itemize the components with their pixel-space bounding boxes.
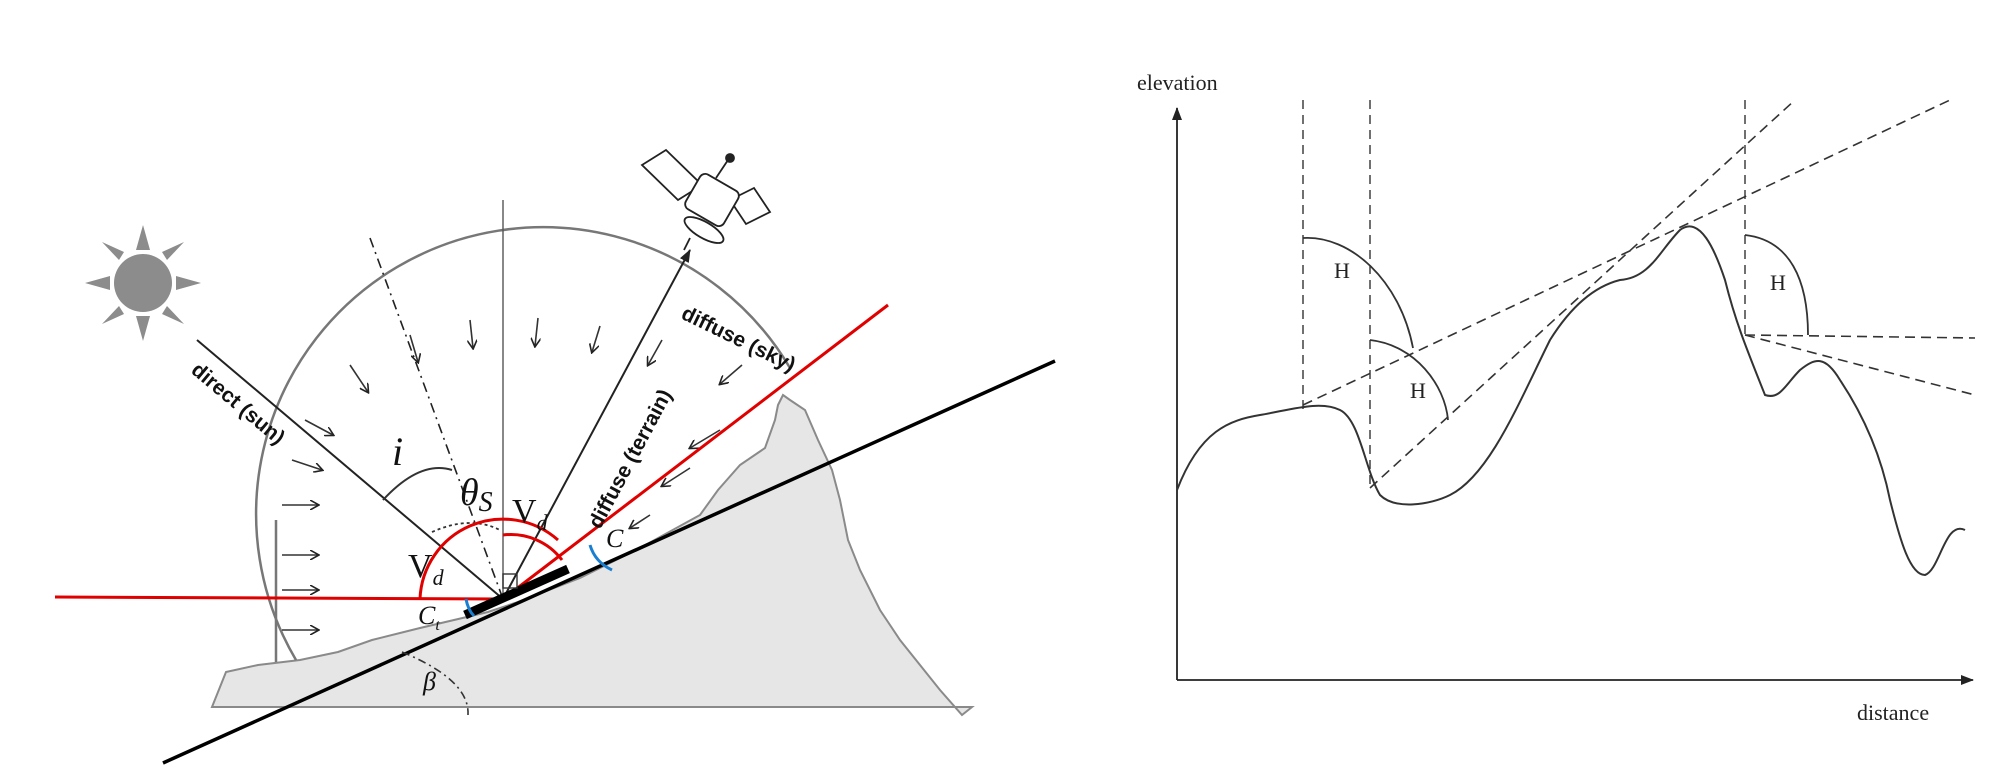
terrain-config-arc-right — [588, 544, 613, 572]
horizon-label-2: H — [1410, 378, 1426, 403]
terrain-config-label-right: C — [606, 524, 624, 553]
slope-angle-label: β — [422, 667, 436, 696]
view-angle-symbol-right: V — [512, 493, 537, 530]
direct-sun-ray — [196, 339, 504, 600]
view-angle-symbol-left: V — [408, 548, 433, 585]
sky-hemisphere-arc — [254, 225, 792, 661]
view-angle-label-left: Vd — [408, 548, 445, 590]
y-axis-label: elevation — [1137, 70, 1218, 95]
surface-pixel-segment — [463, 564, 570, 620]
x-axis-label: distance — [1857, 700, 1929, 725]
diffuse-terrain-label: diffuse (terrain) — [584, 386, 677, 533]
right-diagram: elevation distance H H H — [1137, 70, 1976, 725]
view-angle-arc-right — [502, 533, 564, 561]
horizon-tangent-lines — [1302, 99, 1976, 489]
view-angle-subscript-left: d — [433, 565, 445, 590]
terrain-config-label-left: Ct — [418, 601, 440, 634]
satellite-icon — [640, 148, 772, 251]
horizon-angle-arc-1 — [1302, 237, 1414, 349]
horizon-label-1: H — [1334, 258, 1350, 283]
horizon-line-left — [54, 595, 504, 601]
view-angle-arc-left — [418, 517, 559, 600]
incidence-angle-arc — [382, 467, 453, 501]
terrain-config-symbol-left: C — [418, 601, 436, 630]
solar-zenith-subscript: S — [479, 487, 493, 518]
terrain-shape — [210, 393, 975, 717]
view-angle-subscript-right: d — [537, 510, 549, 535]
sun-icon — [85, 225, 201, 341]
slope-angle-arc — [401, 651, 469, 716]
incidence-angle-label: i — [392, 429, 403, 474]
solar-zenith-label: θS — [460, 472, 493, 518]
horizon-line-right — [502, 303, 889, 601]
left-diagram: direct (sun) diffuse (sky) diffuse (terr… — [54, 148, 1056, 765]
solar-zenith-angle-arc — [431, 522, 501, 533]
horizon-angle-arc-2 — [1369, 339, 1449, 421]
right-angle-marker — [502, 573, 518, 589]
terrain-config-arc-left — [464, 598, 476, 618]
slope-line — [162, 359, 1056, 765]
satellite-view-line — [502, 249, 691, 600]
horizon-label-3: H — [1770, 270, 1786, 295]
terrain-config-subscript-left: t — [435, 617, 440, 634]
elevation-profile — [1176, 225, 1966, 577]
diffuse-sky-arrows — [282, 317, 743, 630]
diffuse-terrain-arrows — [630, 429, 721, 528]
diffuse-sky-label: diffuse (sky) — [678, 302, 799, 377]
horizon-angle-arc-3 — [1744, 234, 1809, 336]
view-angle-label-right: Vd — [512, 493, 549, 535]
solar-zenith-symbol: θ — [460, 472, 479, 514]
vertical-reference-lines — [1302, 100, 1746, 488]
slope-normal-line — [369, 237, 504, 600]
